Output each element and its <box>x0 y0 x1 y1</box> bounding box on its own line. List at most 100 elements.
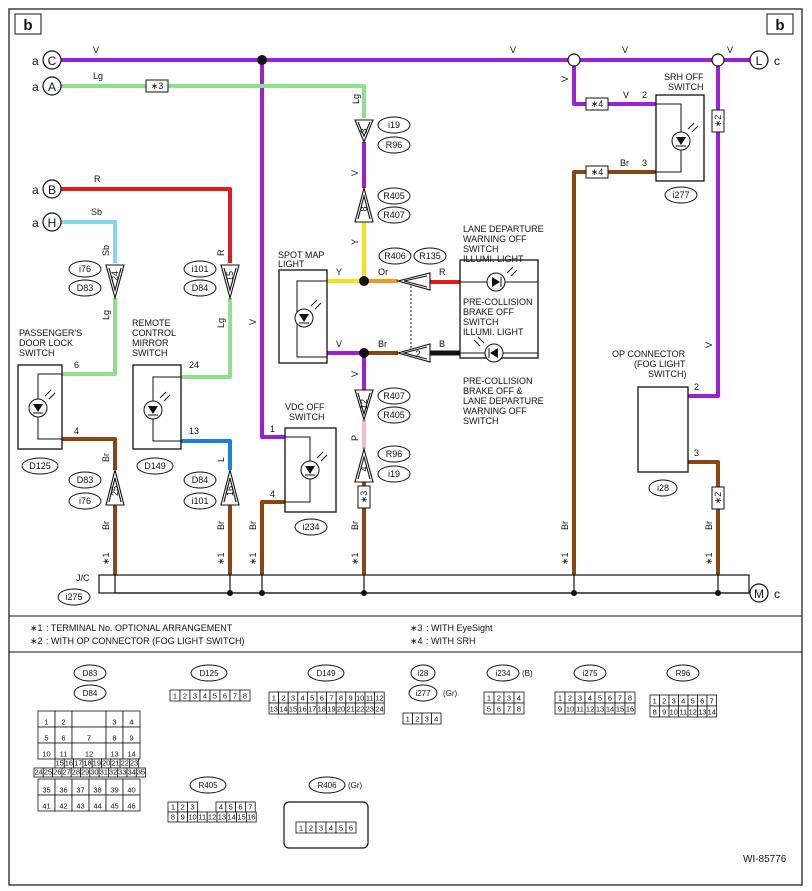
cv-d149-pin-label: 8 <box>339 694 343 703</box>
lbl-v-srh: V <box>623 90 629 100</box>
pin-vdc-4: 4 <box>270 489 275 499</box>
pin-mirror-13: 13 <box>189 426 199 436</box>
wire-br-srh <box>572 170 656 575</box>
section-tag-right-box <box>766 13 794 35</box>
cv-i275-pin-label: 15 <box>616 705 624 714</box>
wire-v-vdc <box>260 60 285 439</box>
cv-d83-pin-label: 12 <box>85 750 93 759</box>
cv-d149-pin-label: 21 <box>346 705 354 714</box>
note-3-text: : WITH EyeSight <box>426 623 493 633</box>
cv-d149-pin-label: 20 <box>337 705 345 714</box>
lbl-br-v-pass: Br <box>101 453 111 462</box>
cv-d125-pin-label: 8 <box>243 692 247 701</box>
conn-c-from: a <box>32 54 39 68</box>
srh-label-1: SRH OFF <box>664 72 704 82</box>
passenger-label-3: SWITCH <box>19 348 55 358</box>
cv-d125-pin-label: 3 <box>193 692 197 701</box>
pcb-illumi-label-4: ILLUMI. LIGHT <box>463 327 524 337</box>
cv-r96-pin-label: 2 <box>662 697 666 706</box>
cv-i275-pin-label: 16 <box>626 705 634 714</box>
cv-d83-pin-label: 46 <box>127 802 135 811</box>
cv-r406-cell <box>345 821 357 834</box>
ref-i275: i275 <box>65 592 82 602</box>
cv-d83-pin-label: 4 <box>129 718 133 727</box>
cv-r405-pin-label: 13 <box>218 813 226 822</box>
lbl-b: B <box>439 339 445 349</box>
cv-d83-pin-label: 21 <box>111 759 119 768</box>
cv-i234-pin-label: 8 <box>517 705 521 714</box>
note-3-mark: ∗3 <box>410 623 423 633</box>
cv-r405-pin-label: 14 <box>228 813 236 822</box>
cv-d125-pin-label: 4 <box>203 692 207 701</box>
cv-d83-pin-label: 43 <box>76 802 84 811</box>
cv-d149-title: D149 <box>316 669 336 678</box>
svg-text:16: 16 <box>225 486 235 496</box>
cv-r405-pin-label: 5 <box>229 803 233 812</box>
pcb-lane-label-4: WARNING OFF <box>463 406 527 416</box>
note-4-mark: ∗4 <box>410 636 423 646</box>
conn-a-letter: A <box>48 80 56 94</box>
cv-i275-pin-label: 6 <box>608 694 612 703</box>
conn-h-letter: H <box>48 216 57 230</box>
passenger-label-1: PASSENGER'S <box>19 328 82 338</box>
cv-r406-pin-label: 1 <box>299 824 303 833</box>
marker-star1-vdc: ∗1 <box>248 552 258 565</box>
op-label-3: SWITCH) <box>648 369 687 379</box>
cv-d83-pin-label: 37 <box>76 786 84 795</box>
junction-open <box>567 53 725 67</box>
lane-label-3: SWITCH <box>463 244 499 254</box>
svg-text:3: 3 <box>359 128 369 133</box>
cv-r96-pin-label: 8 <box>653 708 657 717</box>
cv-d83-pin-label: 24 <box>34 768 42 777</box>
cv-d83-pin-label: 3 <box>112 718 116 727</box>
wire-labels-vertical: Lg V Y V P Br Sb Lg Br Br R Lg L Br V Br… <box>101 76 714 530</box>
marker-star2-br: ∗2 <box>713 492 723 505</box>
cv-d149-pin-label: 24 <box>375 705 383 714</box>
cv-d83-pin-label: 35 <box>42 786 50 795</box>
conn-c-letter: C <box>48 54 57 68</box>
ref-i19-a: i19 <box>388 120 400 130</box>
cv-d149-cell <box>374 702 385 715</box>
cv-d149-pin-label: 22 <box>356 705 364 714</box>
spot-map-label-1: SPOT MAP <box>278 250 324 260</box>
note-1-mark: ∗1 <box>30 623 43 633</box>
pin-passenger-4: 4 <box>74 426 79 436</box>
cv-d83-pin-label: 9 <box>129 734 133 743</box>
cv-r406-pin-label: 6 <box>349 824 353 833</box>
cv-d83-pin-label: 8 <box>112 734 116 743</box>
cv-r96-cell <box>706 705 717 718</box>
cv-d83-pin-label: 7 <box>87 734 91 743</box>
lbl-lg-v2: Lg <box>101 310 111 320</box>
cv-i234-tag: (B) <box>522 669 533 678</box>
lbl-v-3: V <box>622 45 628 55</box>
cv-r405-pin-label: 4 <box>219 803 223 812</box>
lbl-y-spot: Y <box>336 267 342 277</box>
ref-i28: i28 <box>657 483 669 493</box>
cv-d149-pin-label: 15 <box>289 705 297 714</box>
cv-r405-pin-label: 12 <box>208 813 216 822</box>
lbl-lg-1: Lg <box>93 71 103 81</box>
inline-conn-i19-b <box>354 446 374 483</box>
svg-text:25: 25 <box>110 486 120 496</box>
cv-d149-pin-label: 23 <box>366 705 374 714</box>
lbl-r-v: R <box>216 249 226 256</box>
cv-r405-pin-label: 15 <box>237 813 245 822</box>
cv-d125-pin-label: 1 <box>173 692 177 701</box>
cv-r96-pin-label: 11 <box>679 708 687 717</box>
cv-d84-title: D84 <box>83 689 98 698</box>
conn-b-letter: B <box>48 183 56 197</box>
cv-d83-pin-label: 22 <box>121 759 129 768</box>
lbl-sb-1: Sb <box>91 207 102 217</box>
wire-br-op <box>688 460 720 575</box>
svg-text:15: 15 <box>225 271 235 281</box>
cv-d149-pin-label: 2 <box>281 694 285 703</box>
cv-i275-title: i275 <box>582 669 598 678</box>
figure-id: WI-85776 <box>743 854 787 865</box>
cv-d149-pin-label: 18 <box>318 705 326 714</box>
ref-d84-b: D84 <box>192 475 209 485</box>
cv-d83-pin-label: 33 <box>118 768 126 777</box>
cv-i275-pin-label: 10 <box>566 705 574 714</box>
